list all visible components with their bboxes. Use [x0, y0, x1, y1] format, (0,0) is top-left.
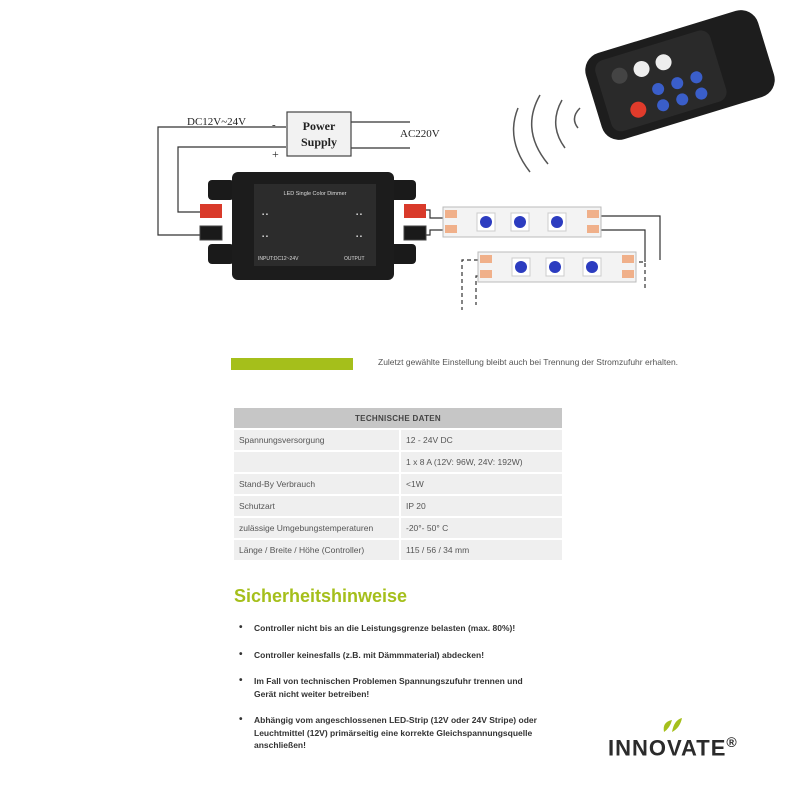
remote-power-icon: [611, 67, 628, 84]
spec-value: 115 / 56 / 34 mm: [401, 540, 562, 560]
power-supply: Power Supply: [286, 111, 352, 157]
remote-control: [585, 10, 775, 140]
table-row: 1 x 8 A (12V: 96W, 24V: 192W): [234, 452, 562, 472]
table-row: Stand-By Verbrauch <1W: [234, 474, 562, 494]
spec-label: Stand-By Verbrauch: [234, 474, 401, 494]
table-row: Spannungsversorgung 12 - 24V DC: [234, 430, 562, 450]
power-supply-label-2: Supply: [301, 135, 337, 149]
controller-output-label: OUTPUT: [344, 256, 365, 262]
table-row: zulässige Umgebungstemperaturen -20°- 50…: [234, 518, 562, 538]
table-row: Länge / Breite / Höhe (Controller) 115 /…: [234, 540, 562, 560]
leaf-icon: [663, 718, 682, 732]
memory-note: Zuletzt gewählte Einstellung bleibt auch…: [378, 357, 679, 367]
remote-up-icon: [633, 60, 650, 77]
minus-label: -: [272, 119, 276, 131]
list-item: Controller keinesfalls (z.B. mit Dämmmat…: [238, 649, 538, 662]
led-strip-2: [477, 251, 637, 283]
spec-label: Länge / Breite / Höhe (Controller): [234, 540, 401, 560]
spec-value: -20°- 50° C: [401, 518, 562, 538]
table-header: TECHNISCHE DATEN: [234, 408, 562, 428]
table-row: Schutzart IP 20: [234, 496, 562, 516]
spec-label: [234, 452, 401, 472]
accent-bar: [231, 358, 353, 370]
dc-voltage-label: DC12V~24V: [187, 116, 246, 128]
list-item: Controller nicht bis an die Leistungsgre…: [238, 622, 538, 635]
spec-label: Spannungsversorgung: [234, 430, 401, 450]
ir-signal-icon: [512, 94, 581, 173]
registered-mark: ®: [726, 734, 738, 750]
led-strip-1: [442, 206, 602, 238]
brand-logo-text: INNOVATE: [608, 735, 727, 761]
dimmer-controller: LED Single Color Dimmer ▪ ▪ ▪ ▪ ▪ ▪ ▪ ▪ …: [199, 172, 427, 280]
remote-down-icon: [655, 54, 672, 71]
spec-value: <1W: [401, 474, 562, 494]
ac-voltage-label: AC220V: [400, 128, 440, 140]
wiring-diagram: Power Supply DC12V~24V AC220V - + LED Si…: [157, 10, 775, 310]
svg-text:▪ ▪: ▪ ▪: [262, 234, 268, 240]
spec-label: Schutzart: [234, 496, 401, 516]
controller-title: LED Single Color Dimmer: [284, 191, 347, 197]
remote-red-button-icon: [630, 101, 647, 118]
brand-logo: INNOVATE®: [608, 734, 738, 761]
spec-value: 1 x 8 A (12V: 96W, 24V: 192W): [401, 452, 562, 472]
spec-label: zulässige Umgebungstemperaturen: [234, 518, 401, 538]
list-item: Abhängig vom angeschlossenen LED-Strip (…: [238, 714, 538, 752]
technical-data-table: TECHNISCHE DATEN Spannungsversorgung 12 …: [234, 406, 562, 562]
power-supply-label-1: Power: [303, 119, 336, 133]
svg-text:▪ ▪: ▪ ▪: [356, 212, 362, 218]
svg-text:▪ ▪: ▪ ▪: [356, 234, 362, 240]
svg-text:▪ ▪: ▪ ▪: [262, 212, 268, 218]
plus-label: +: [272, 147, 279, 161]
safety-list: Controller nicht bis an die Leistungsgre…: [238, 622, 538, 752]
safety-title: Sicherheitshinweise: [234, 586, 408, 606]
table-header-row: TECHNISCHE DATEN: [234, 408, 562, 428]
controller-input-label: INPUT:DC12~24V: [258, 256, 299, 262]
spec-value: 12 - 24V DC: [401, 430, 562, 450]
list-item: Im Fall von technischen Problemen Spannu…: [238, 675, 538, 700]
spec-value: IP 20: [401, 496, 562, 516]
